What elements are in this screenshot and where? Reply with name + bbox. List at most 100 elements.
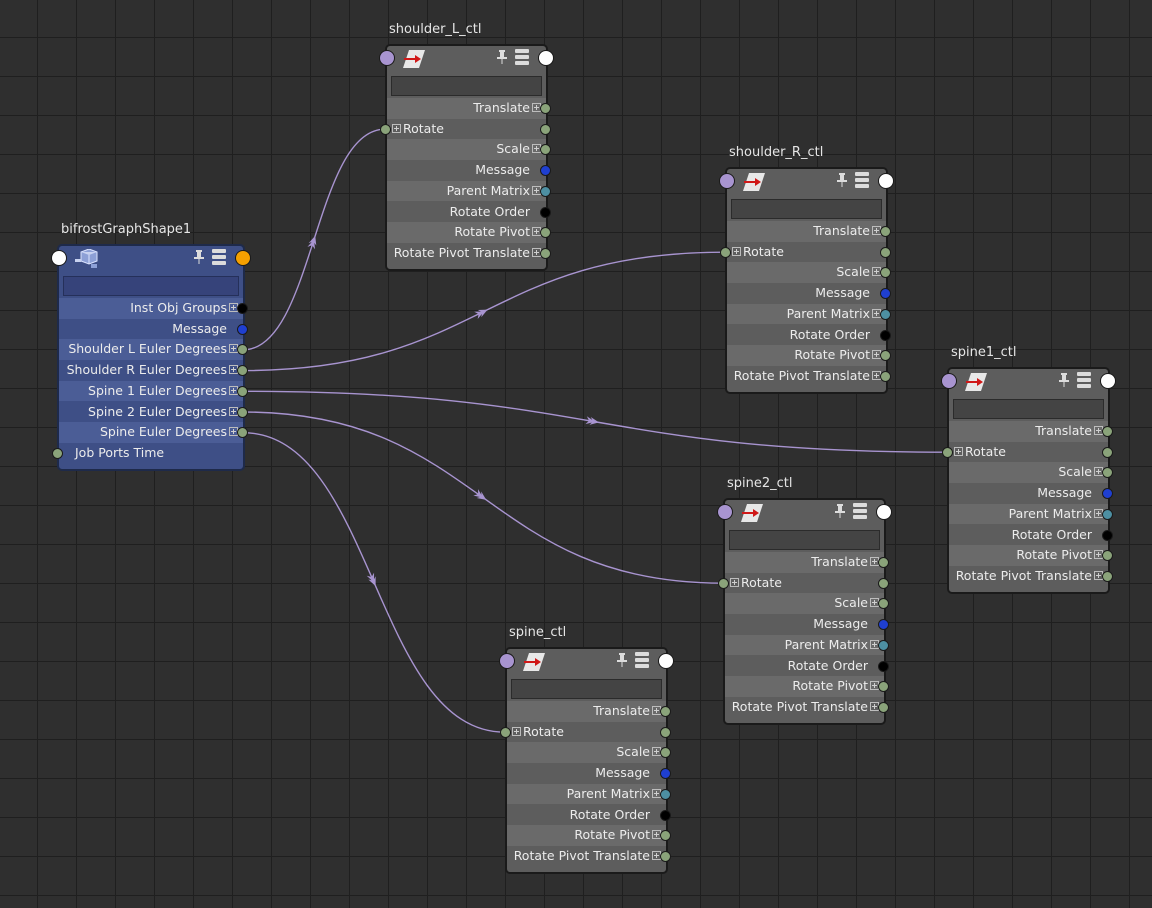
expand-icon[interactable]: [954, 446, 963, 456]
output-port[interactable]: [880, 246, 891, 258]
output-port[interactable]: [1102, 508, 1113, 520]
attribute-row[interactable]: Shoulder R Euler Degrees: [59, 360, 243, 381]
attribute-stack-icon[interactable]: [212, 249, 226, 267]
attribute-row[interactable]: Spine 1 Euler Degrees: [59, 380, 243, 402]
attribute-row[interactable]: Parent Matrix: [387, 180, 546, 202]
output-port[interactable]: [880, 308, 891, 320]
output-port[interactable]: [880, 350, 891, 362]
output-port[interactable]: [660, 850, 671, 862]
node-output-port[interactable]: [876, 504, 892, 520]
input-port[interactable]: [718, 577, 729, 589]
expand-icon[interactable]: [730, 577, 739, 587]
attribute-stack-icon[interactable]: [635, 652, 649, 670]
attribute-filter-field[interactable]: [391, 76, 542, 96]
output-port[interactable]: [660, 788, 671, 800]
attribute-row[interactable]: Rotate Pivot Translate: [725, 697, 884, 718]
attribute-row[interactable]: Rotate Pivot: [727, 345, 886, 366]
attribute-row[interactable]: Translate: [949, 421, 1108, 442]
attribute-row[interactable]: Rotate Pivot Translate: [727, 366, 886, 387]
node-input-port[interactable]: [719, 173, 735, 189]
output-port[interactable]: [237, 323, 248, 335]
input-port[interactable]: [52, 447, 63, 459]
output-port[interactable]: [878, 701, 889, 713]
output-port[interactable]: [878, 681, 889, 693]
node-input-port[interactable]: [717, 504, 733, 520]
attribute-row[interactable]: Scale: [725, 593, 884, 615]
attribute-row[interactable]: Rotate Pivot Translate: [949, 566, 1108, 587]
attribute-row[interactable]: Translate: [387, 98, 546, 119]
output-port[interactable]: [660, 747, 671, 759]
attribute-row[interactable]: Rotate Order: [387, 202, 546, 223]
attribute-row[interactable]: Rotate Pivot Translate: [387, 243, 546, 264]
output-port[interactable]: [1102, 570, 1113, 582]
pin-icon[interactable]: [496, 49, 508, 69]
attribute-row[interactable]: Message: [387, 160, 546, 181]
node-output-port[interactable]: [878, 173, 894, 189]
output-port[interactable]: [660, 830, 671, 842]
attribute-row[interactable]: Parent Matrix: [727, 303, 886, 325]
attribute-row[interactable]: Rotate Order: [949, 525, 1108, 546]
attribute-row[interactable]: Parent Matrix: [725, 634, 884, 656]
output-port[interactable]: [237, 427, 248, 439]
node-output-port[interactable]: [235, 250, 251, 266]
expand-icon[interactable]: [512, 726, 521, 736]
attribute-filter-field[interactable]: [953, 399, 1104, 419]
attribute-row[interactable]: Translate: [725, 552, 884, 573]
attribute-filter-field[interactable]: [729, 530, 880, 550]
output-port[interactable]: [660, 706, 671, 717]
expand-icon[interactable]: [732, 246, 741, 256]
node-output-port[interactable]: [538, 50, 554, 66]
node-output-port[interactable]: [1100, 373, 1116, 389]
node-input-port[interactable]: [941, 373, 957, 389]
attribute-stack-icon[interactable]: [855, 172, 869, 190]
attribute-row[interactable]: Scale: [949, 462, 1108, 484]
attribute-row[interactable]: Parent Matrix: [507, 783, 666, 805]
output-port[interactable]: [540, 247, 551, 259]
attribute-row[interactable]: Rotate Pivot: [949, 545, 1108, 566]
attribute-filter-field[interactable]: [511, 679, 662, 699]
output-port[interactable]: [878, 639, 889, 651]
attribute-row[interactable]: Parent Matrix: [949, 503, 1108, 525]
output-port[interactable]: [878, 619, 889, 631]
output-port[interactable]: [660, 726, 671, 738]
attribute-row[interactable]: Rotate Order: [507, 805, 666, 826]
node-output-port[interactable]: [658, 653, 674, 669]
attribute-row[interactable]: Job Ports Time: [59, 443, 243, 464]
output-port[interactable]: [878, 660, 889, 672]
input-port[interactable]: [720, 246, 731, 258]
attribute-row[interactable]: Rotate: [387, 119, 546, 140]
attribute-row[interactable]: Rotate: [507, 722, 666, 743]
expand-icon[interactable]: [392, 123, 401, 133]
attribute-filter-field[interactable]: [63, 276, 239, 296]
output-port[interactable]: [237, 303, 248, 314]
output-port[interactable]: [880, 370, 891, 382]
attribute-row[interactable]: Translate: [507, 701, 666, 722]
attribute-stack-icon[interactable]: [515, 49, 529, 67]
output-port[interactable]: [540, 144, 551, 156]
node-input-port[interactable]: [379, 50, 395, 66]
attribute-row[interactable]: Rotate: [727, 242, 886, 263]
output-port[interactable]: [540, 185, 551, 197]
output-port[interactable]: [1102, 467, 1113, 479]
input-port[interactable]: [380, 123, 391, 135]
attribute-row[interactable]: Rotate: [725, 573, 884, 594]
attribute-row[interactable]: Rotate Pivot: [725, 676, 884, 697]
attribute-row[interactable]: Shoulder L Euler Degrees: [59, 339, 243, 361]
output-port[interactable]: [237, 406, 248, 418]
pin-icon[interactable]: [616, 652, 628, 672]
attribute-row[interactable]: Message: [507, 763, 666, 784]
node-input-port[interactable]: [499, 653, 515, 669]
output-port[interactable]: [237, 385, 248, 397]
attribute-row[interactable]: Inst Obj Groups: [59, 298, 243, 319]
input-port[interactable]: [942, 446, 953, 458]
attribute-row[interactable]: Scale: [507, 742, 666, 764]
output-port[interactable]: [660, 809, 671, 821]
attribute-row[interactable]: Rotate Pivot Translate: [507, 846, 666, 867]
output-port[interactable]: [880, 226, 891, 237]
output-port[interactable]: [880, 288, 891, 300]
